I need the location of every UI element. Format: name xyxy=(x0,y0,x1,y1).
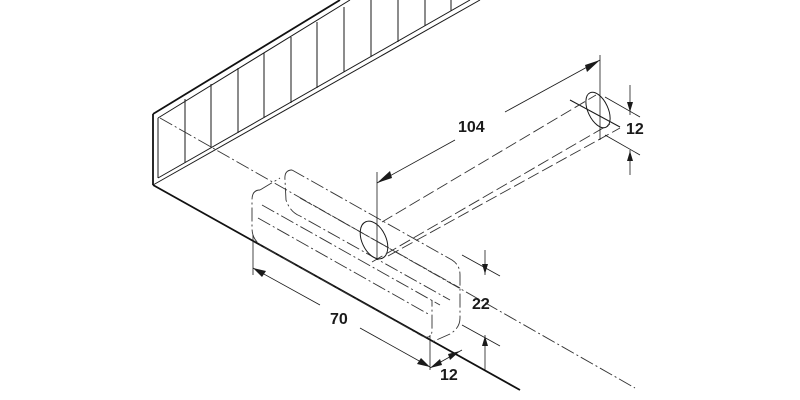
dimension-label-recess-height: 22 xyxy=(472,296,490,313)
dimension-label-pin-length: 104 xyxy=(458,119,485,136)
dimension-12-depth xyxy=(429,349,463,369)
dimension-label-recess-length: 70 xyxy=(330,311,348,328)
dimension-label-pin-diameter: 12 xyxy=(626,121,644,138)
pin-bore-front xyxy=(359,220,389,260)
dimension-label-recess-depth: 12 xyxy=(440,367,458,384)
dimension-12-pin xyxy=(604,85,641,175)
dimension-70 xyxy=(252,235,431,370)
dimension-104 xyxy=(376,55,601,260)
dimension-22 xyxy=(461,250,501,370)
pin-rear xyxy=(569,91,621,129)
recess-body xyxy=(251,169,461,343)
